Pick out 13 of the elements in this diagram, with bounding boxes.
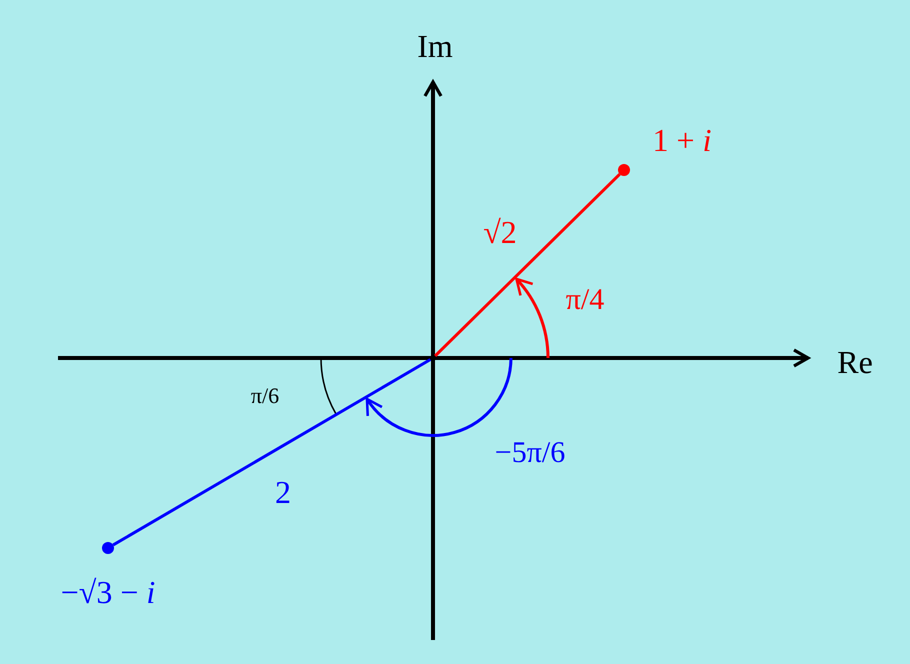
point-dot <box>102 542 114 554</box>
edge-label: 2 <box>275 476 291 508</box>
axis-label: Im <box>417 30 453 62</box>
edge-label: √2 <box>483 216 517 248</box>
point-dot <box>618 164 630 176</box>
line-segment <box>112 358 432 546</box>
point-label: −√3 − i <box>60 576 156 608</box>
line-segment <box>434 173 621 357</box>
axis-label: Re <box>837 346 873 378</box>
point-label: 1 + i <box>652 124 712 156</box>
angle-label: π/4 <box>566 285 604 315</box>
angle-label: −5π/6 <box>494 438 566 468</box>
angle-label: π/6 <box>250 385 280 407</box>
